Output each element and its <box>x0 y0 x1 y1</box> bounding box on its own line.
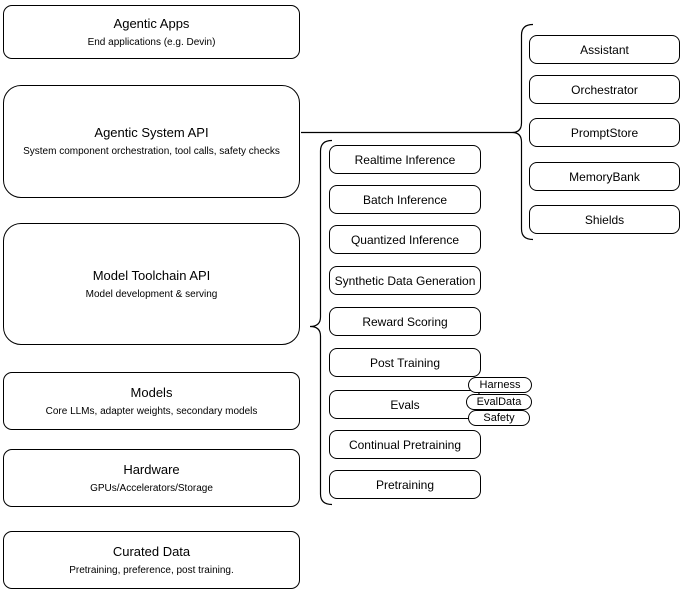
node-title: Models <box>130 384 173 400</box>
node-models: Models Core LLMs, adapter weights, secon… <box>3 372 300 430</box>
node-batch-inference: Batch Inference <box>329 185 481 214</box>
pill-evaldata: EvalData <box>466 394 532 410</box>
node-subtitle: Model development & serving <box>85 288 218 300</box>
node-promptstore: PromptStore <box>529 118 680 147</box>
system-components-brace <box>511 23 534 241</box>
node-subtitle: Pretraining, preference, post training. <box>69 564 234 576</box>
node-subtitle: System component orchestration, tool cal… <box>23 146 280 157</box>
node-assistant: Assistant <box>529 35 680 64</box>
pill-harness: Harness <box>468 377 532 393</box>
node-curated-data: Curated Data Pretraining, preference, po… <box>3 531 300 589</box>
node-model-toolchain-api: Model Toolchain API Model development & … <box>3 223 300 345</box>
node-title: Hardware <box>123 461 180 477</box>
node-pretraining: Pretraining <box>329 470 481 499</box>
node-agentic-system-api: Agentic System API System component orch… <box>3 85 300 198</box>
node-reward-scoring: Reward Scoring <box>329 307 481 336</box>
node-title: Curated Data <box>112 543 191 559</box>
node-post-training: Post Training <box>329 348 481 377</box>
node-agentic-apps: Agentic Apps End applications (e.g. Devi… <box>3 5 300 59</box>
node-hardware: Hardware GPUs/Accelerators/Storage <box>3 449 300 507</box>
node-title: Model Toolchain API <box>92 267 211 283</box>
pill-safety: Safety <box>468 410 530 426</box>
node-quantized-inference: Quantized Inference <box>329 225 481 254</box>
toolchain-brace <box>309 139 333 506</box>
node-memorybank: MemoryBank <box>529 162 680 191</box>
node-orchestrator: Orchestrator <box>529 75 680 104</box>
node-continual-pretraining: Continual Pretraining <box>329 430 481 459</box>
node-title: Agentic System API <box>94 125 209 140</box>
node-synthetic-data-generation: Synthetic Data Generation <box>329 266 481 295</box>
node-subtitle: GPUs/Accelerators/Storage <box>90 482 213 494</box>
node-evals: Evals <box>329 390 481 419</box>
node-title: Agentic Apps <box>113 15 190 31</box>
node-shields: Shields <box>529 205 680 234</box>
node-subtitle: End applications (e.g. Devin) <box>87 36 216 48</box>
node-realtime-inference: Realtime Inference <box>329 145 481 174</box>
node-subtitle: Core LLMs, adapter weights, secondary mo… <box>45 405 258 417</box>
